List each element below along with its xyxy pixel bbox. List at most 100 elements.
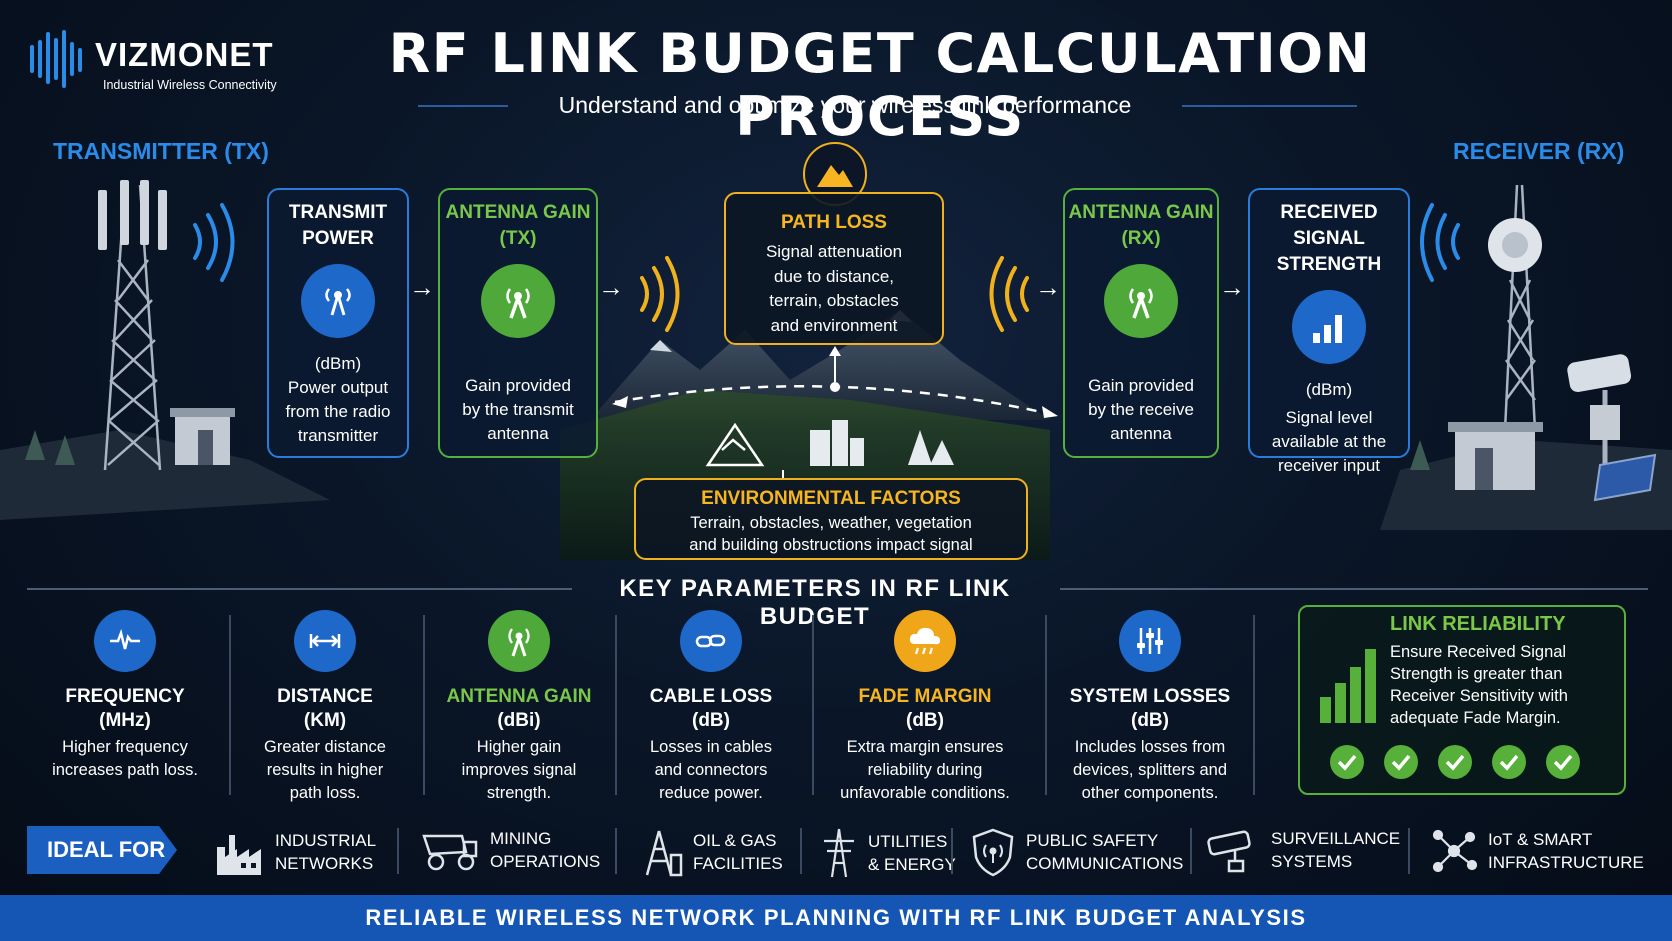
- received-title-2: STRENGTH: [1276, 254, 1382, 275]
- environmental-factors-card: ENVIRONMENTAL FACTORS Terrain, obstacles…: [634, 478, 1028, 560]
- check-icon: [1330, 745, 1364, 779]
- flow-arrow-2: →: [598, 272, 624, 302]
- param-desc-line: devices, splitters and: [1072, 761, 1228, 779]
- utilities-label-2: & ENERGY: [868, 855, 956, 874]
- antenna-tx-title-1: ANTENNA GAIN: [445, 202, 591, 223]
- industry-utilities: UTILITIES & ENERGY: [820, 827, 956, 879]
- param-name: SYSTEM LOSSES: [1069, 686, 1231, 707]
- iot-label-1: IoT & SMART: [1488, 830, 1593, 849]
- param-unit: (MHz): [99, 710, 151, 731]
- tower-panels: [98, 180, 167, 250]
- param-desc-line: Higher gain: [476, 738, 562, 756]
- param-name: CABLE LOSS: [649, 686, 773, 707]
- ideal-for-tag: IDEAL FOR: [27, 826, 177, 874]
- industry-label-1: INDUSTRIAL: [275, 831, 377, 850]
- power-tower-icon: [824, 828, 854, 878]
- key-params-title: KEY PARAMETERS IN RF LINK BUDGET: [619, 575, 1011, 630]
- antenna-rx-desc-3: antenna: [1110, 424, 1172, 443]
- shield-icon: [972, 828, 1014, 877]
- antenna-tx-title-2: (TX): [499, 228, 537, 249]
- param-separator: [229, 615, 231, 795]
- antenna-icon: [488, 610, 550, 672]
- mining-label-1: MINING: [490, 829, 552, 848]
- param-separator: [1045, 615, 1047, 795]
- param-unit: (dB): [692, 710, 730, 731]
- utilities-label-1: UTILITIES: [868, 832, 948, 851]
- param-desc-line: increases path loss.: [52, 761, 198, 779]
- key-params-divider-left: [27, 588, 572, 590]
- param-name: DISTANCE: [277, 686, 373, 707]
- param-frequency: FREQUENCY (MHz) Higher frequency increases …: [30, 610, 220, 782]
- key-params-divider-right: [1060, 588, 1648, 590]
- solar-panel: [1593, 453, 1657, 502]
- antenna-icon: [1104, 264, 1178, 338]
- check-icon: [1546, 745, 1580, 779]
- transmit-power-unit: (dBm): [314, 354, 362, 373]
- page-subtitle: Understand and optimize your wireless li…: [558, 92, 1132, 118]
- industry-separator: [1190, 828, 1192, 874]
- reliability-desc-3: Receiver Sensitivity with: [1390, 687, 1568, 705]
- antenna-rx-desc-1: Gain provided: [1088, 376, 1194, 395]
- transmit-power-desc-3: transmitter: [297, 426, 379, 445]
- env-mountain-icon: [705, 422, 765, 467]
- param-desc-line: path loss.: [289, 784, 361, 802]
- antenna-rx-title-2: (RX): [1121, 228, 1161, 249]
- param-name: FADE MARGIN: [858, 686, 992, 707]
- path-waves-left: [640, 256, 680, 332]
- cctv-camera: [1567, 354, 1632, 393]
- param-desc-line: other components.: [1081, 784, 1219, 802]
- param-name: FREQUENCY: [65, 686, 185, 707]
- param-separator: [812, 615, 814, 795]
- param-name: ANTENNA GAIN: [446, 686, 592, 707]
- waveform-icon: [94, 610, 156, 672]
- footer-banner: RELIABLE WIRELESS NETWORK PLANNING WITH …: [0, 895, 1672, 941]
- transmit-power-title-1: TRANSMIT: [288, 202, 388, 223]
- check-row: [1330, 745, 1580, 779]
- received-unit: (dBm): [1305, 380, 1353, 399]
- receiver-label: RECEIVER (RX): [1453, 138, 1625, 164]
- surveillance-label-2: SYSTEMS: [1271, 852, 1353, 871]
- distance-icon: [294, 610, 356, 672]
- sliders-icon: [1119, 610, 1181, 672]
- signal-bars-icon: [1320, 649, 1376, 723]
- safety-label-2: COMMUNICATIONS: [1026, 854, 1184, 873]
- path-loss-card: PATH LOSS Signal attenuation due to dist…: [724, 192, 944, 345]
- flow-arrow-4: →: [1219, 272, 1245, 302]
- flow-arrow-3: →: [1035, 272, 1061, 302]
- industry-industrial: INDUSTRIAL NETWORKS: [213, 827, 376, 877]
- param-desc-line: reduce power.: [659, 784, 763, 802]
- param-desc-line: Higher frequency: [62, 738, 188, 756]
- antenna-rx-desc-2: by the receive: [1088, 400, 1194, 419]
- param-desc-line: reliability during: [867, 761, 983, 779]
- antenna-gain-rx-card: ANTENNA GAIN(RX) Gain provided by the re…: [1063, 188, 1219, 458]
- antenna-gain-tx-card: ANTENNA GAIN(TX) Gain provided by the tr…: [438, 188, 598, 458]
- param-desc-line: unfavorable conditions.: [840, 784, 1010, 802]
- oilgas-label-2: FACILITIES: [693, 854, 783, 873]
- logo-mark: [30, 30, 82, 88]
- path-waves-right: [989, 256, 1029, 332]
- network-icon: [1432, 829, 1478, 873]
- receiver-shelter: [1455, 430, 1535, 490]
- flow-arrow-1: →: [409, 272, 435, 302]
- received-desc-1: Signal level: [1285, 408, 1373, 427]
- industry-label-2: NETWORKS: [275, 854, 374, 873]
- environment-desc-2: and building obstructions impact signal: [689, 536, 973, 554]
- cable-icon: [680, 610, 742, 672]
- param-separator: [1253, 615, 1255, 795]
- subtitle-divider-left: [418, 105, 508, 107]
- logo-name: VIZMONET: [95, 36, 274, 73]
- param-desc-line: Includes losses from: [1074, 738, 1226, 756]
- check-icon: [1492, 745, 1526, 779]
- antenna-icon: [481, 264, 555, 338]
- param-unit: (dBi): [497, 710, 541, 731]
- environment-desc-1: Terrain, obstacles, weather, vegetation: [690, 514, 972, 532]
- cloud-rain-icon: [894, 610, 956, 672]
- received-desc-2: available at the: [1271, 432, 1387, 451]
- iot-label-2: INFRASTRUCTURE: [1488, 853, 1644, 872]
